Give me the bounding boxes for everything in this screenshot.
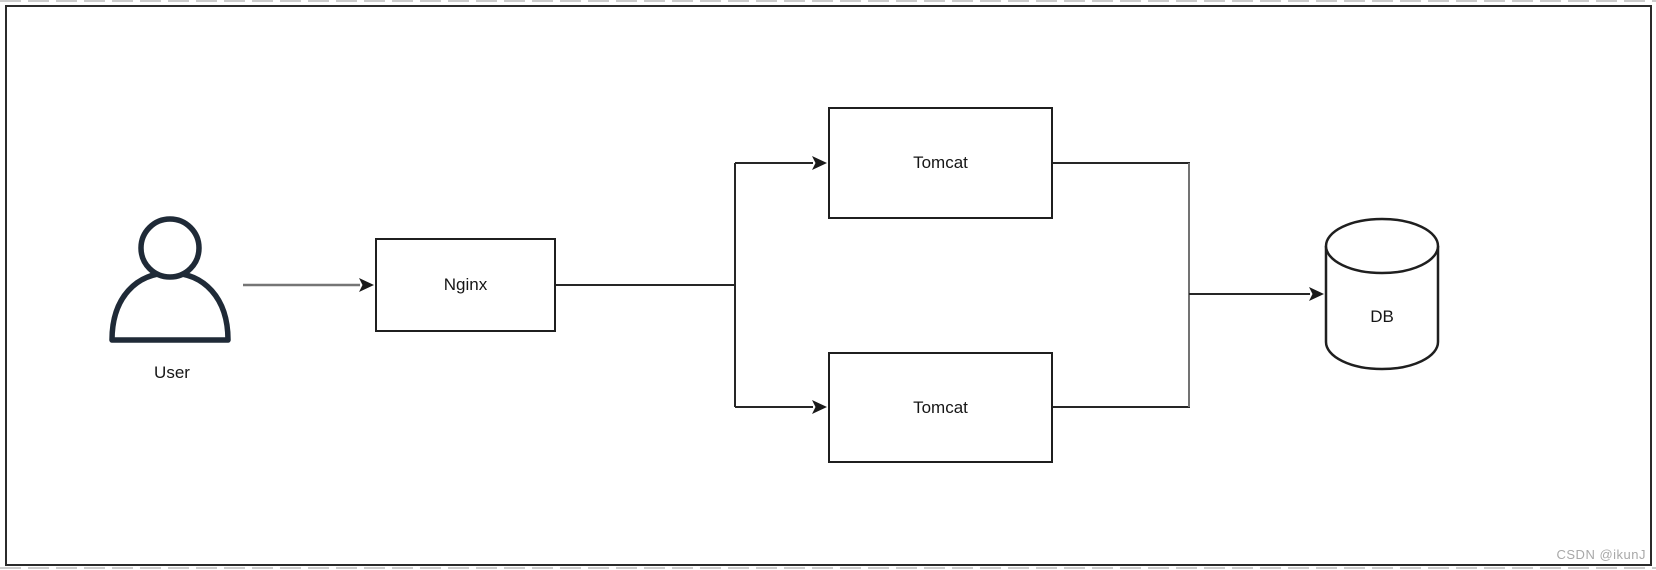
- tomcat-bottom-node: Tomcat: [828, 352, 1053, 463]
- nginx-node-label: Nginx: [443, 275, 488, 294]
- edge-user-nginx-arrowhead-icon: [359, 278, 374, 292]
- edge-nginx-tomcat-bottom-arrowhead-icon: [812, 400, 827, 414]
- edge-nginx-tomcat-top-arrowhead-icon: [812, 156, 827, 170]
- database-cylinder-icon: [1324, 217, 1440, 371]
- nginx-node: Nginx: [375, 238, 556, 332]
- user-node: [104, 212, 236, 349]
- tomcat-top-node-label: Tomcat: [913, 153, 968, 172]
- tomcat-top-node: Tomcat: [828, 107, 1053, 219]
- tomcat-bottom-node-label: Tomcat: [913, 397, 968, 417]
- db-node-label: DB: [1370, 307, 1394, 326]
- user-actor-icon: [109, 216, 231, 343]
- diagram-border: [5, 5, 1652, 566]
- page-boundary-ticks-bottom: [0, 567, 1656, 569]
- watermark: CSDN @ikunJ: [1556, 547, 1646, 562]
- user-node-label: User: [154, 363, 190, 382]
- page-boundary-ticks-top: [0, 0, 1656, 2]
- db-node: [1323, 216, 1441, 377]
- edge-merge-db-arrowhead-icon: [1309, 287, 1324, 301]
